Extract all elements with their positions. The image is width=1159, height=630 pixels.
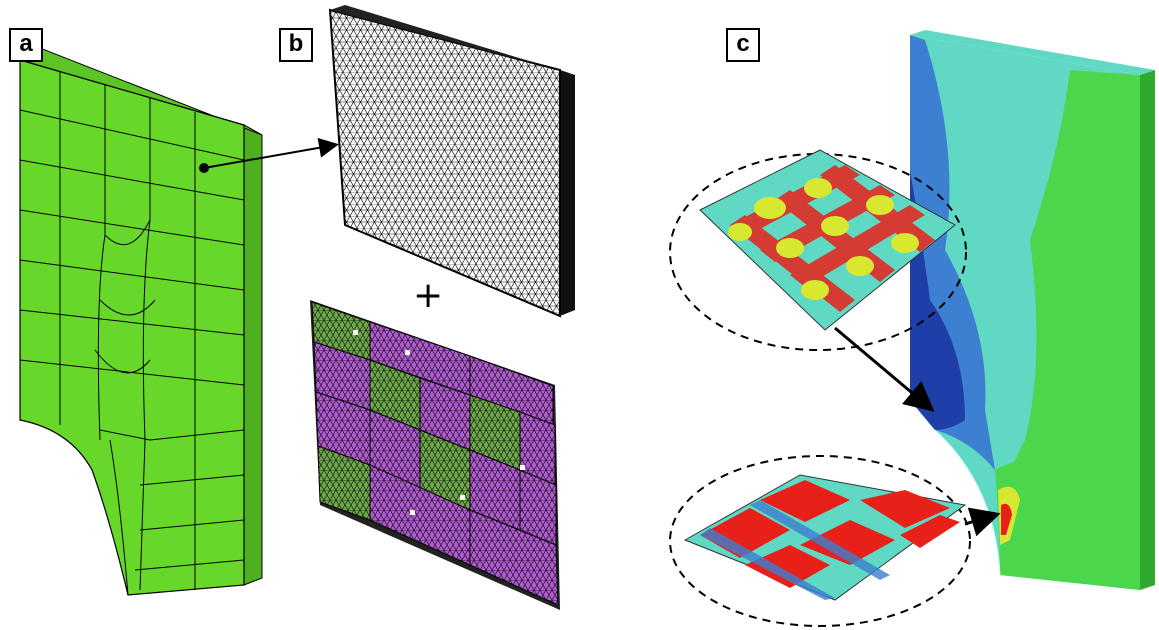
panel-label-a: a bbox=[9, 28, 43, 62]
stress-contour-specimen bbox=[910, 30, 1155, 590]
arrow-bottom-to-notch bbox=[964, 507, 1001, 537]
coarse-mesh-specimen bbox=[18, 47, 263, 596]
unit-cell-contour-bottom bbox=[683, 474, 967, 601]
plus-sign: + bbox=[413, 275, 444, 316]
arrow-a-to-b bbox=[203, 137, 339, 169]
zoom-ellipse-top bbox=[669, 153, 967, 351]
unit-cell-contour-top bbox=[699, 149, 956, 331]
panel-label-b: b bbox=[279, 28, 313, 62]
woven-fabric-mesh bbox=[310, 300, 560, 610]
panel-label-c: c bbox=[726, 28, 760, 62]
zoom-ellipse-bottom bbox=[669, 455, 971, 627]
arrow-top-to-specimen bbox=[834, 326, 935, 412]
matrix-fine-mesh bbox=[328, 5, 575, 318]
